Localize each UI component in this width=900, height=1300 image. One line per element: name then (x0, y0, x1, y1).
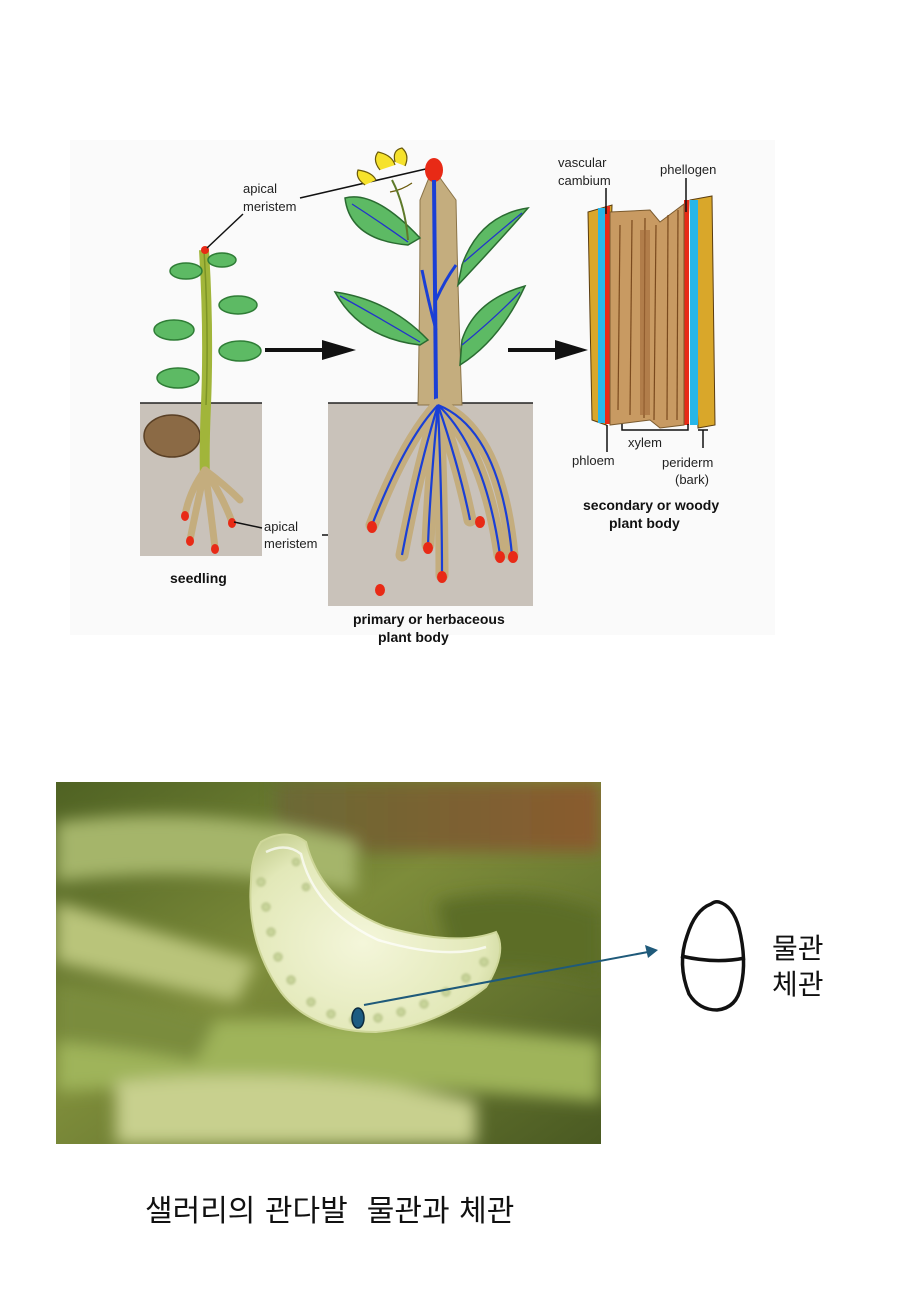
caption: 샐러리의 관다발 물관과 체관 (145, 1194, 515, 1229)
plant-growth-diagram: apical meristem apical meristem seedling (140, 147, 720, 645)
periderm-label-1: periderm (662, 455, 713, 470)
growth-arrow-2 (508, 340, 588, 360)
apical-meristem-root-label-2: meristem (264, 536, 317, 551)
apical-meristem-top-label-1: apical (243, 181, 277, 196)
primary-label-2: plant body (378, 629, 449, 645)
primary-shoot-meristem (425, 158, 443, 182)
apical-meristem-top-label-2: meristem (243, 199, 296, 214)
xylem-label: xylem (628, 435, 662, 450)
vascular-bundle-sketch (680, 900, 746, 1012)
phloem-label: phloem (572, 453, 615, 468)
primary-label-1: primary or herbaceous (353, 611, 505, 627)
growth-arrow-1 (265, 340, 356, 360)
xylem-korean-label: 물관 (772, 932, 824, 965)
seedling-illustration (140, 246, 262, 556)
seed (143, 414, 201, 458)
celery-cross-section-photo (56, 782, 601, 1144)
phloem-korean-label: 체관 (772, 968, 824, 1001)
apical-meristem-root-label-1: apical (264, 519, 298, 534)
vascular-cambium-label-2: cambium (558, 173, 611, 188)
primary-plant-illustration (328, 147, 533, 606)
secondary-label-1: secondary or woody (583, 497, 719, 513)
periderm-label-2: (bark) (675, 472, 709, 487)
seedling-label: seedling (170, 570, 227, 586)
vascular-cambium-label-1: vascular (558, 155, 607, 170)
flower (356, 147, 413, 241)
vascular-bundle-marker (351, 1007, 365, 1029)
woody-stem-section (587, 195, 716, 429)
secondary-label-2: plant body (609, 515, 680, 531)
phellogen-label: phellogen (660, 162, 716, 177)
